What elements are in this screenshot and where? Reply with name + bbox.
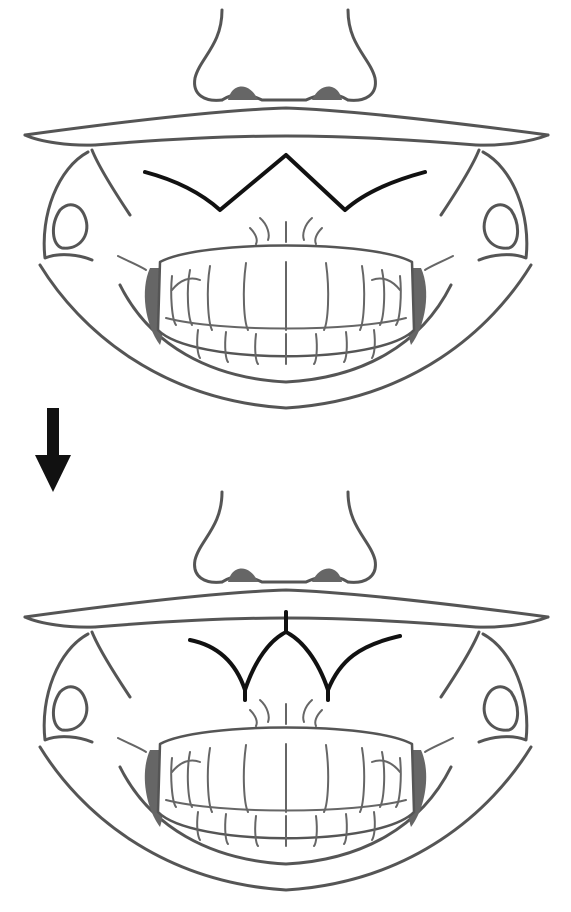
- guide-line-before: [145, 155, 425, 210]
- down-arrow-icon: [35, 408, 71, 492]
- guide-line-after: [190, 612, 400, 700]
- panel-after: [25, 492, 548, 890]
- face-outline-before: [25, 10, 548, 408]
- face-outline-after: [25, 492, 548, 890]
- panel-before: [25, 10, 548, 408]
